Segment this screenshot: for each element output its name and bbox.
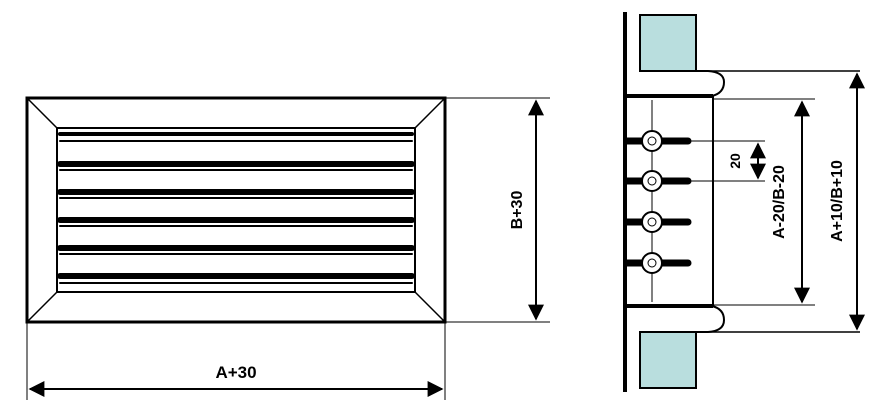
inner-opening-label: A-20/B-20 — [771, 165, 788, 239]
pitch-label: 20 — [727, 153, 743, 169]
bottom-spring-clip — [640, 305, 726, 333]
frame-bevel-bl — [26, 291, 58, 323]
dimension-front-width: A+30 — [26, 322, 446, 400]
front-width-label: A+30 — [215, 363, 256, 382]
dimension-front-height: B+30 — [445, 97, 550, 323]
top-spring-clip — [640, 70, 726, 97]
wall-section-top — [639, 14, 697, 72]
grille-inner-frame — [56, 127, 416, 293]
louver-blade-section — [623, 211, 692, 233]
dimension-blade-pitch: 20 — [662, 140, 766, 182]
side-section-view: 20 A-20/B-20 A+10/B+10 — [623, 12, 865, 392]
louver-blade-section — [623, 252, 692, 274]
louver-blades — [57, 132, 415, 284]
frame-bevel-tl — [26, 97, 58, 129]
front-view: B+30 A+30 — [25, 96, 550, 400]
front-height-label: B+30 — [509, 191, 526, 230]
dimension-inner-opening: A-20/B-20 — [713, 98, 815, 306]
outer-opening-label: A+10/B+10 — [829, 160, 846, 242]
frame-bevel-br — [414, 291, 446, 323]
louver-blades-section — [623, 130, 692, 274]
frame-bevel-tr — [414, 97, 446, 129]
wall-section-bottom — [639, 331, 697, 389]
dimension-outer-opening: A+10/B+10 — [829, 72, 865, 331]
